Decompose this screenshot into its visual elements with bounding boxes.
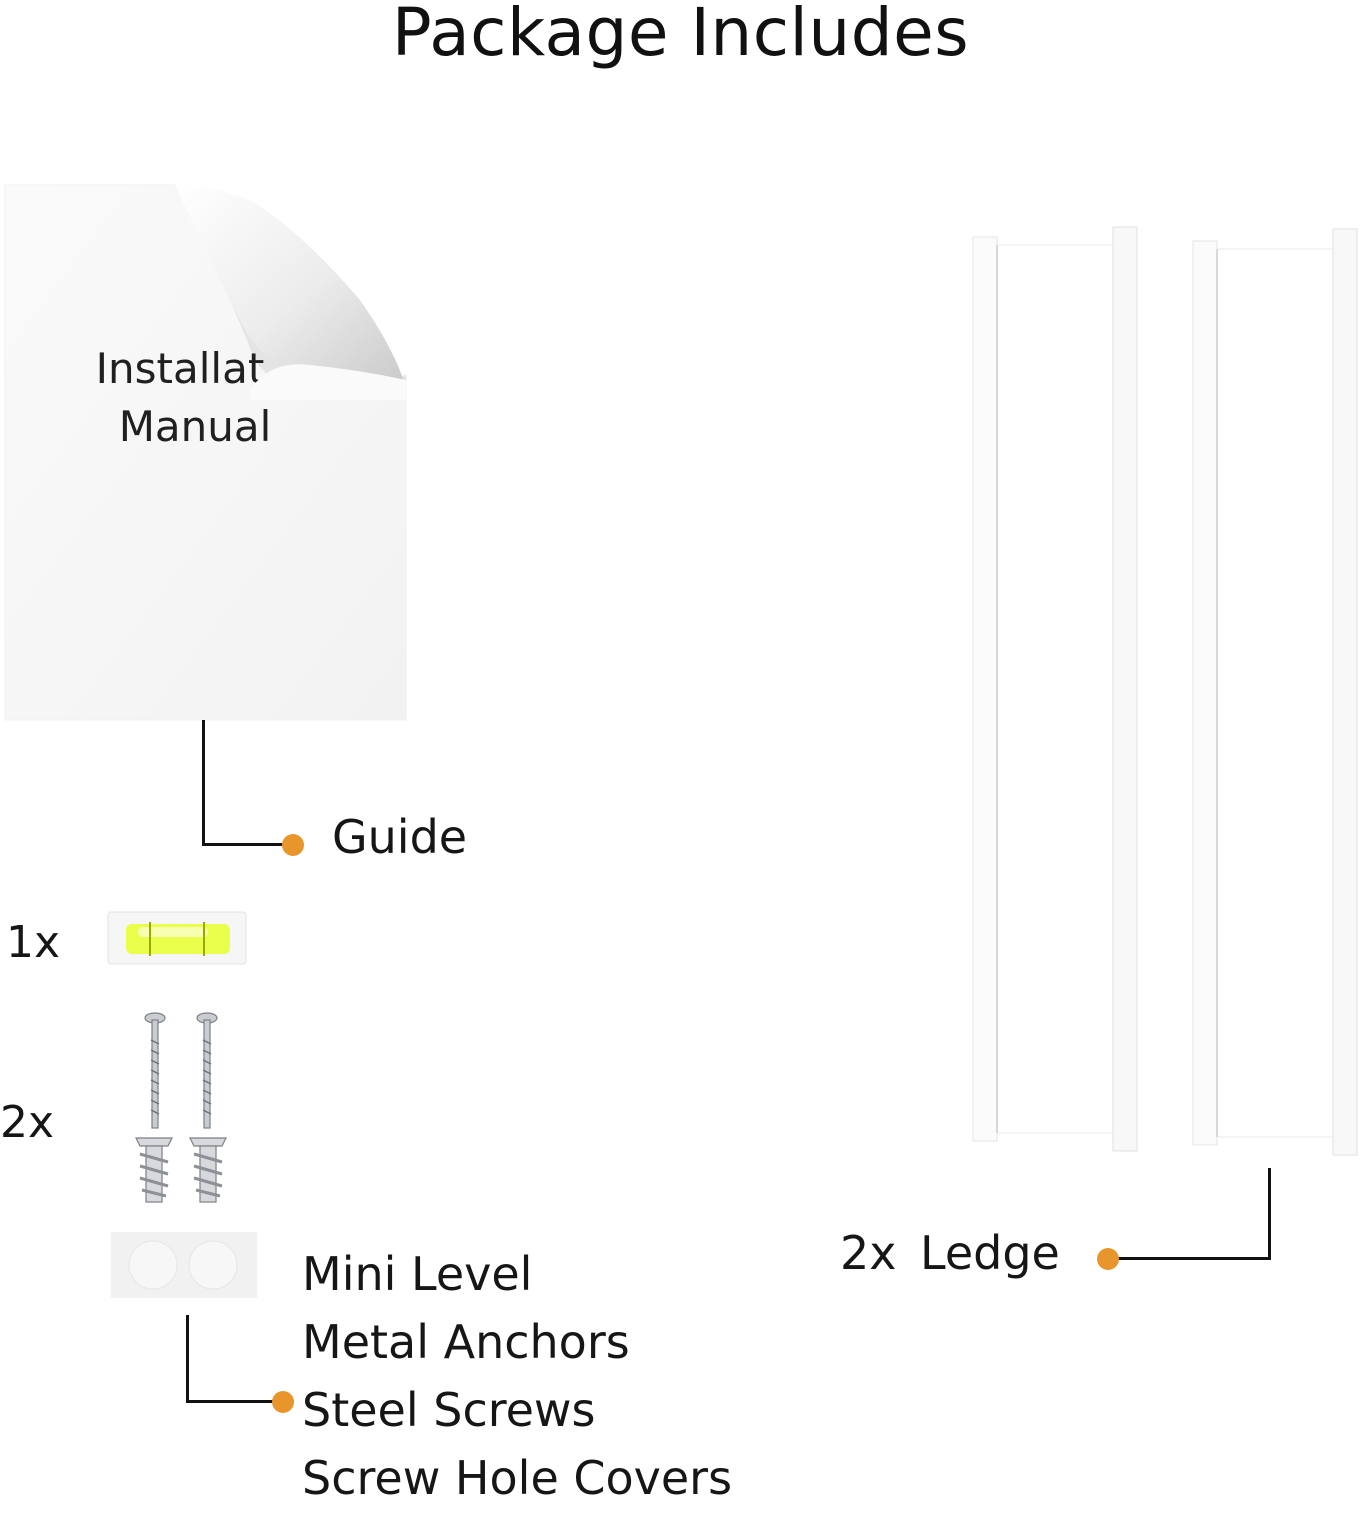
ledge-count: 2x (840, 1226, 897, 1280)
screws-anchors-count: 2x (0, 1097, 55, 1148)
manual-cover-text: Installat Manual (60, 340, 350, 456)
guide-label: Guide (332, 810, 468, 864)
list-item: Metal Anchors (302, 1315, 630, 1369)
mini-level-icon (107, 911, 247, 965)
ledge-shelf-icon (972, 226, 1138, 1152)
page-curl-overlay-icon (250, 364, 406, 400)
ledge-connector-horizontal (1110, 1257, 1271, 1260)
hardware-callout-dot (272, 1391, 294, 1413)
ledge-callout-dot (1097, 1248, 1119, 1270)
list-item: Steel Screws (302, 1383, 596, 1437)
page-title: Package Includes (391, 0, 970, 71)
guide-connector-horizontal (202, 843, 292, 846)
ledge-connector-vertical (1268, 1168, 1271, 1260)
manual-title-line2: Manual (118, 402, 272, 451)
guide-callout-dot (282, 834, 304, 856)
list-item: Screw Hole Covers (302, 1451, 733, 1505)
hardware-connector-horizontal (186, 1400, 282, 1403)
wall-anchor-icon (135, 1137, 227, 1203)
hardware-connector-vertical (186, 1315, 189, 1403)
hardware-list: Mini Level Metal Anchors Steel Screws Sc… (302, 1244, 732, 1516)
list-item: Mini Level (302, 1247, 533, 1301)
guide-connector-vertical (202, 720, 205, 846)
ledge-shelf-icon (1192, 228, 1358, 1156)
manual-title-line1: Installat (95, 344, 265, 393)
level-count: 1x (6, 917, 61, 968)
ledge-label: Ledge (920, 1226, 1060, 1280)
screw-icon (144, 1012, 218, 1129)
hole-cover-sheet-icon (111, 1232, 257, 1298)
